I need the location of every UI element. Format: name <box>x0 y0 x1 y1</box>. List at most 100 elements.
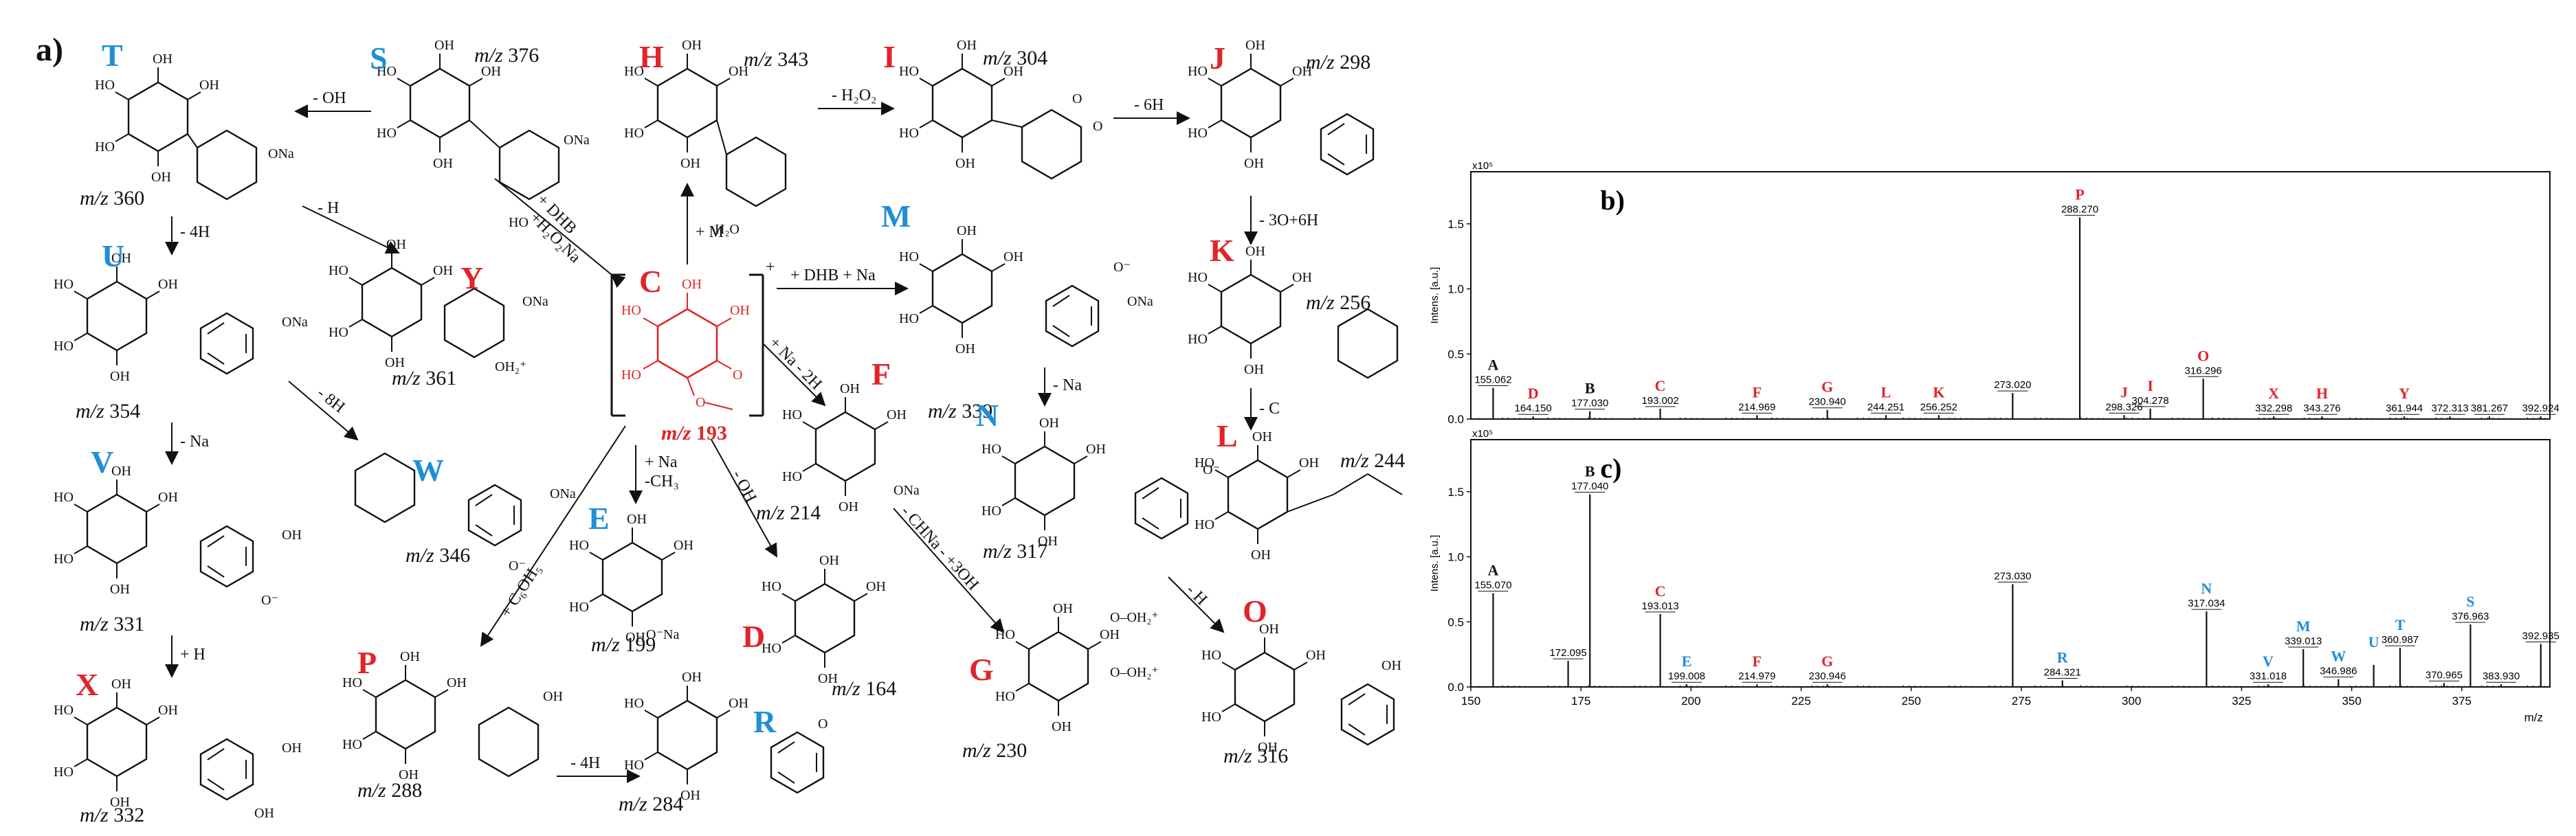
svg-text:m/z 193: m/z 193 <box>661 422 727 444</box>
svg-text:+ DHB + Na: + DHB + Na <box>790 267 876 284</box>
peak-tag: J <box>2120 383 2128 400</box>
svg-text:ONa: ONa <box>282 315 308 330</box>
peak-label: 230.946 <box>1809 670 1846 682</box>
y-tick-label: 0.5 <box>1447 348 1464 361</box>
svg-text:HO: HO <box>621 368 641 383</box>
compound-p: OH P m/z 288 <box>341 645 563 802</box>
peak-label: 288.270 <box>2061 203 2098 215</box>
reaction-scheme: OH OH HO HO OH a) + <box>36 32 1405 826</box>
y-tick-label: 1.5 <box>1447 486 1464 499</box>
y-axis-label: Intens. [a.u.] <box>1429 535 1441 592</box>
svg-text:X: X <box>76 667 98 702</box>
peak-tag: F <box>1753 383 1762 400</box>
peak-label: 370.965 <box>2425 669 2463 681</box>
compound-w: ONa O⁻ W m/z 346 <box>354 452 576 574</box>
x-axis-label: m/z <box>2524 711 2543 724</box>
panel-label: c) <box>1600 453 1621 484</box>
compound-h: H₂O H m/z 343 <box>623 36 808 237</box>
compound-u: ONa U m/z 354 <box>52 238 308 422</box>
peak-label: 346.986 <box>2320 666 2357 677</box>
y-exponent: x10⁵ <box>1472 160 1493 172</box>
compound-t: ONa T m/z 360 <box>80 38 294 210</box>
svg-text:m/z 376: m/z 376 <box>474 44 539 67</box>
peak-tag: S <box>2466 593 2474 610</box>
peak-label: 392.924 <box>2522 403 2560 414</box>
peak-tag: K <box>1933 383 1944 400</box>
peak-label: 304.278 <box>2132 395 2169 407</box>
peak-label: 273.020 <box>1994 379 2031 391</box>
svg-text:m/z 288: m/z 288 <box>357 779 422 802</box>
compound-o: OH O m/z 316 <box>1200 594 1401 767</box>
svg-text:OH₂⁺: OH₂⁺ <box>495 359 526 374</box>
svg-text:+ M: + M <box>696 223 724 241</box>
panel-label-a: a) <box>36 32 63 68</box>
peak-label: 361.944 <box>2386 403 2423 414</box>
svg-text:+ H: + H <box>180 646 206 664</box>
svg-text:HO: HO <box>621 303 641 318</box>
peak-tag: C <box>1655 377 1666 394</box>
compound-n: O⁻ N m/z 317 <box>976 398 1220 563</box>
svg-text:OH: OH <box>282 741 302 756</box>
svg-text:V: V <box>91 444 113 479</box>
peak-tag: D <box>1528 385 1539 402</box>
peak-label: 298.326 <box>2105 401 2142 413</box>
svg-text:OH: OH <box>682 277 702 292</box>
svg-text:O–OH₂⁺: O–OH₂⁺ <box>1110 610 1159 625</box>
peak-label: 256.252 <box>1920 401 1957 413</box>
panel-label: b) <box>1600 185 1625 216</box>
x-tick-label: 300 <box>2122 694 2141 708</box>
plot-frame <box>1470 439 2551 688</box>
y-tick-label: 1.5 <box>1447 218 1464 231</box>
peak-tag: G <box>1821 379 1833 396</box>
svg-text:- 4H: - 4H <box>180 223 210 241</box>
svg-text:OH: OH <box>543 689 563 704</box>
svg-text:- H: - H <box>1183 581 1211 609</box>
compound-i: O O I m/z 304 <box>883 36 1102 180</box>
svg-text:m/z 199: m/z 199 <box>591 633 656 656</box>
peak-label: 177.040 <box>1571 481 1608 493</box>
svg-text:H: H <box>639 39 664 74</box>
svg-text:m/z 244: m/z 244 <box>1340 449 1405 472</box>
x-tick-label: 250 <box>1902 694 1921 708</box>
peak-tag: U <box>2368 633 2379 651</box>
peak-label: 339.013 <box>2285 635 2322 647</box>
svg-text:- C: - C <box>1259 400 1280 418</box>
y-tick-label: 1.0 <box>1447 551 1464 564</box>
x-tick-label: 225 <box>1791 694 1810 708</box>
plot-frame <box>1470 171 2551 420</box>
svg-text:T: T <box>102 38 123 73</box>
compound-s: ONa HO S m/z 376 <box>370 36 590 230</box>
svg-text:m/z 284: m/z 284 <box>619 793 683 815</box>
peak-label: 381.267 <box>2471 403 2508 414</box>
x-tick-label: 175 <box>1571 694 1590 708</box>
svg-text:H₂O: H₂O <box>715 222 740 237</box>
svg-text:O⁻: O⁻ <box>261 593 278 608</box>
compound-x: OH OH X m/z 332 <box>52 667 302 826</box>
svg-text:O: O <box>696 395 705 410</box>
peak-label: 392.935 <box>2522 630 2560 642</box>
svg-text:G: G <box>969 652 994 687</box>
svg-text:OH: OH <box>254 806 274 821</box>
svg-text:m/z 298: m/z 298 <box>1306 51 1370 74</box>
svg-text:J: J <box>1210 41 1225 76</box>
svg-text:m/z 317: m/z 317 <box>983 540 1047 563</box>
compound-l: L m/z 244 <box>1193 418 1405 564</box>
peak-tag: W <box>2331 648 2346 665</box>
peak-label: 316.296 <box>2185 365 2222 376</box>
svg-text:O: O <box>818 716 828 732</box>
svg-text:HO: HO <box>509 215 529 230</box>
svg-text:O: O <box>1243 594 1267 629</box>
peak-tag: H <box>2316 385 2328 402</box>
svg-text:m/z 304: m/z 304 <box>983 47 1047 69</box>
peak-label: 244.251 <box>1867 401 1905 413</box>
peak-tag: P <box>2075 185 2084 203</box>
peak-tag: A <box>1488 562 1499 579</box>
svg-text:ONa: ONa <box>522 294 548 309</box>
peak-tag: B <box>1585 463 1595 480</box>
svg-text:OH: OH <box>282 528 302 543</box>
svg-text:m/z 256: m/z 256 <box>1306 291 1370 314</box>
svg-text:m/z 343: m/z 343 <box>744 48 808 71</box>
svg-text:- 3O+6H: - 3O+6H <box>1259 212 1318 229</box>
y-tick-label: 0.0 <box>1447 681 1464 694</box>
peak-tag: Y <box>2399 385 2410 402</box>
